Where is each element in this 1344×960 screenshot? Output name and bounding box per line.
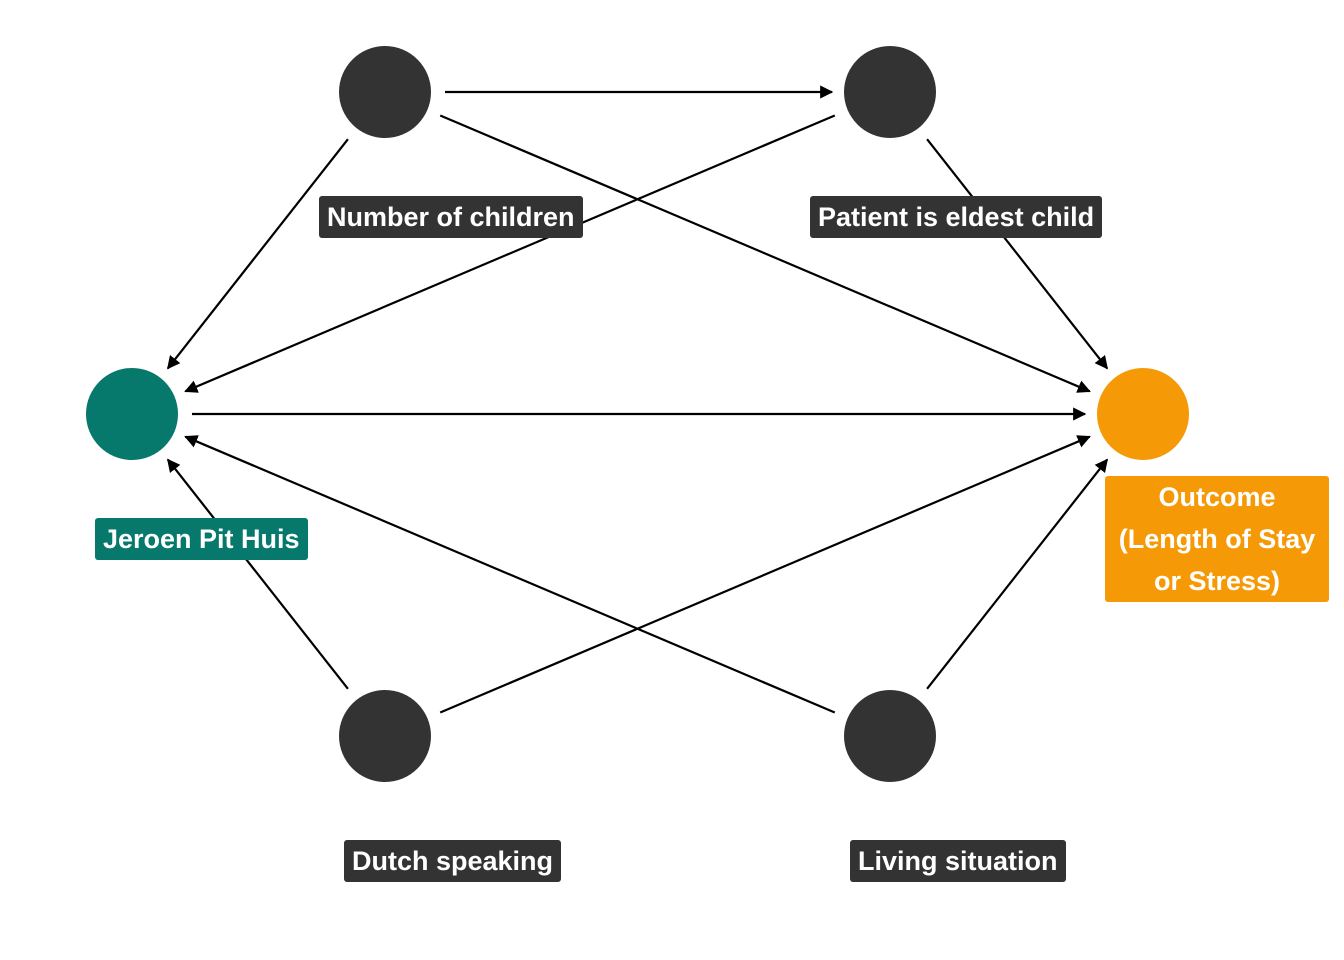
label-patient-is-eldest-child: Patient is eldest child: [810, 196, 1103, 238]
node-number-of-children: [339, 46, 431, 138]
edge-eldest-to-outcome: [926, 138, 1109, 370]
node-patient-is-eldest-child: [844, 46, 936, 138]
edge-dutch-to-jph: [166, 458, 349, 690]
edge-children-to-jph: [166, 138, 349, 370]
node-jeroen-pit-huis: [86, 368, 178, 460]
node-living-situation: [844, 690, 936, 782]
label-jeroen-pit-huis: Jeroen Pit Huis: [95, 518, 308, 560]
label-number-of-children: Number of children: [319, 196, 583, 238]
label-dutch-speaking: Dutch speaking: [344, 840, 562, 882]
edge-living-to-outcome: [926, 458, 1109, 690]
edge-dutch-to-outcome: [439, 435, 1091, 714]
edge-eldest-to-jph: [184, 114, 836, 393]
node-outcome: [1097, 368, 1189, 460]
edge-children-to-outcome: [439, 114, 1091, 393]
label-living-situation: Living situation: [850, 840, 1066, 882]
node-dutch-speaking: [339, 690, 431, 782]
edge-living-to-jph: [184, 435, 836, 714]
label-outcome: Outcome (Length of Stay or Stress): [1105, 476, 1329, 602]
